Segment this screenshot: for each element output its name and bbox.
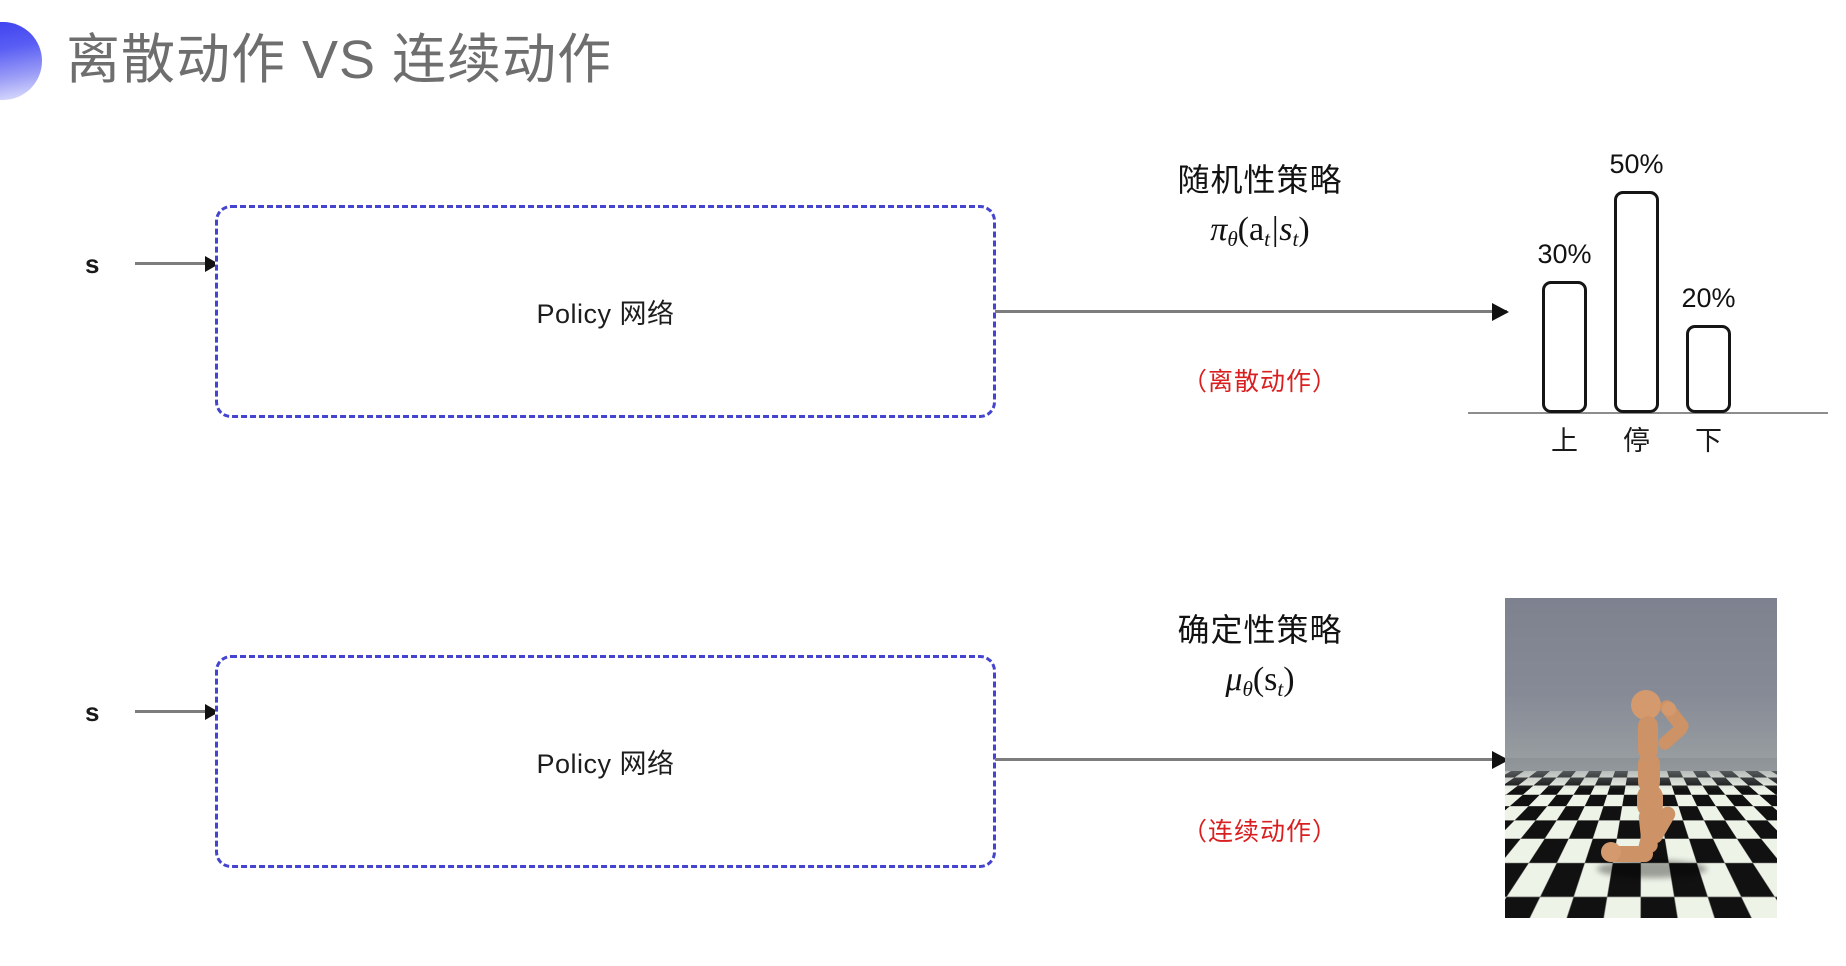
- policy-network-label-row2: Policy 网络: [536, 749, 675, 779]
- formula-t-sub-2: t: [1292, 226, 1299, 251]
- state-input-label-row1: s: [85, 249, 100, 279]
- chart-baseline-axis: [1468, 412, 1828, 414]
- humanoid-simulation-image: [1505, 598, 1777, 918]
- sim-figure-torso-upper: [1638, 716, 1658, 760]
- continuous-action-note: （连续动作）: [1181, 818, 1338, 846]
- formula-open-paren: (a: [1237, 211, 1265, 248]
- bar-category-up: 上: [1551, 426, 1578, 456]
- bar-category-down: 下: [1695, 426, 1722, 456]
- formula-close-paren: ): [1298, 211, 1310, 248]
- formula-theta-sub: θ: [1227, 226, 1238, 251]
- bar-stop[interactable]: [1614, 191, 1659, 413]
- bar-down[interactable]: [1686, 325, 1731, 413]
- policy-network-box-row2[interactable]: Policy 网络: [215, 655, 996, 868]
- formula-theta-sub-2: θ: [1242, 676, 1253, 701]
- title-accent-shape-icon: [0, 22, 42, 100]
- sim-figure-torso-lower: [1638, 753, 1660, 793]
- deterministic-policy-caption: 确定性策略 μθ(st): [1115, 608, 1405, 717]
- output-arrow-row2: [995, 758, 1507, 761]
- bar-value-stop: 50%: [1609, 149, 1664, 179]
- formula-open-paren-2: (s: [1252, 661, 1278, 698]
- input-arrow-row2: [135, 710, 217, 713]
- sim-figure-shadow: [1597, 860, 1707, 878]
- input-arrow-row1: [135, 262, 217, 265]
- formula-pi: π: [1210, 211, 1228, 248]
- bar-value-down: 20%: [1681, 283, 1736, 313]
- formula-close-paren-2: ): [1283, 661, 1295, 698]
- bar-up[interactable]: [1542, 281, 1587, 413]
- bar-category-stop: 停: [1623, 426, 1650, 456]
- page-title: 离散动作 VS 连续动作: [66, 30, 613, 90]
- discrete-action-note: （离散动作）: [1181, 368, 1338, 396]
- sim-figure-head: [1631, 690, 1661, 720]
- stochastic-policy-caption: 随机性策略 πθ(at|st): [1115, 158, 1405, 267]
- policy-network-label-row1: Policy 网络: [536, 299, 675, 329]
- sim-figure-foot: [1601, 842, 1621, 862]
- stochastic-policy-formula: πθ(at|st): [1115, 202, 1405, 267]
- deterministic-policy-name: 确定性策略: [1177, 612, 1343, 648]
- output-arrow-row1: [995, 310, 1507, 313]
- state-input-label-row2: s: [85, 697, 100, 727]
- policy-network-box-row1[interactable]: Policy 网络: [215, 205, 996, 418]
- formula-t-sub-1: t: [1264, 226, 1270, 251]
- stochastic-policy-name: 随机性策略: [1177, 162, 1343, 198]
- bar-value-up: 30%: [1537, 239, 1592, 269]
- action-probability-bar-chart: 30% 上 50% 停 20% 下: [1468, 108, 1828, 458]
- sim-figure-hand: [1662, 702, 1676, 716]
- formula-t-sub-3: t: [1277, 676, 1284, 701]
- formula-mu: μ: [1225, 661, 1243, 698]
- formula-condition-bar: |s: [1269, 211, 1293, 248]
- deterministic-policy-formula: μθ(st): [1115, 652, 1405, 717]
